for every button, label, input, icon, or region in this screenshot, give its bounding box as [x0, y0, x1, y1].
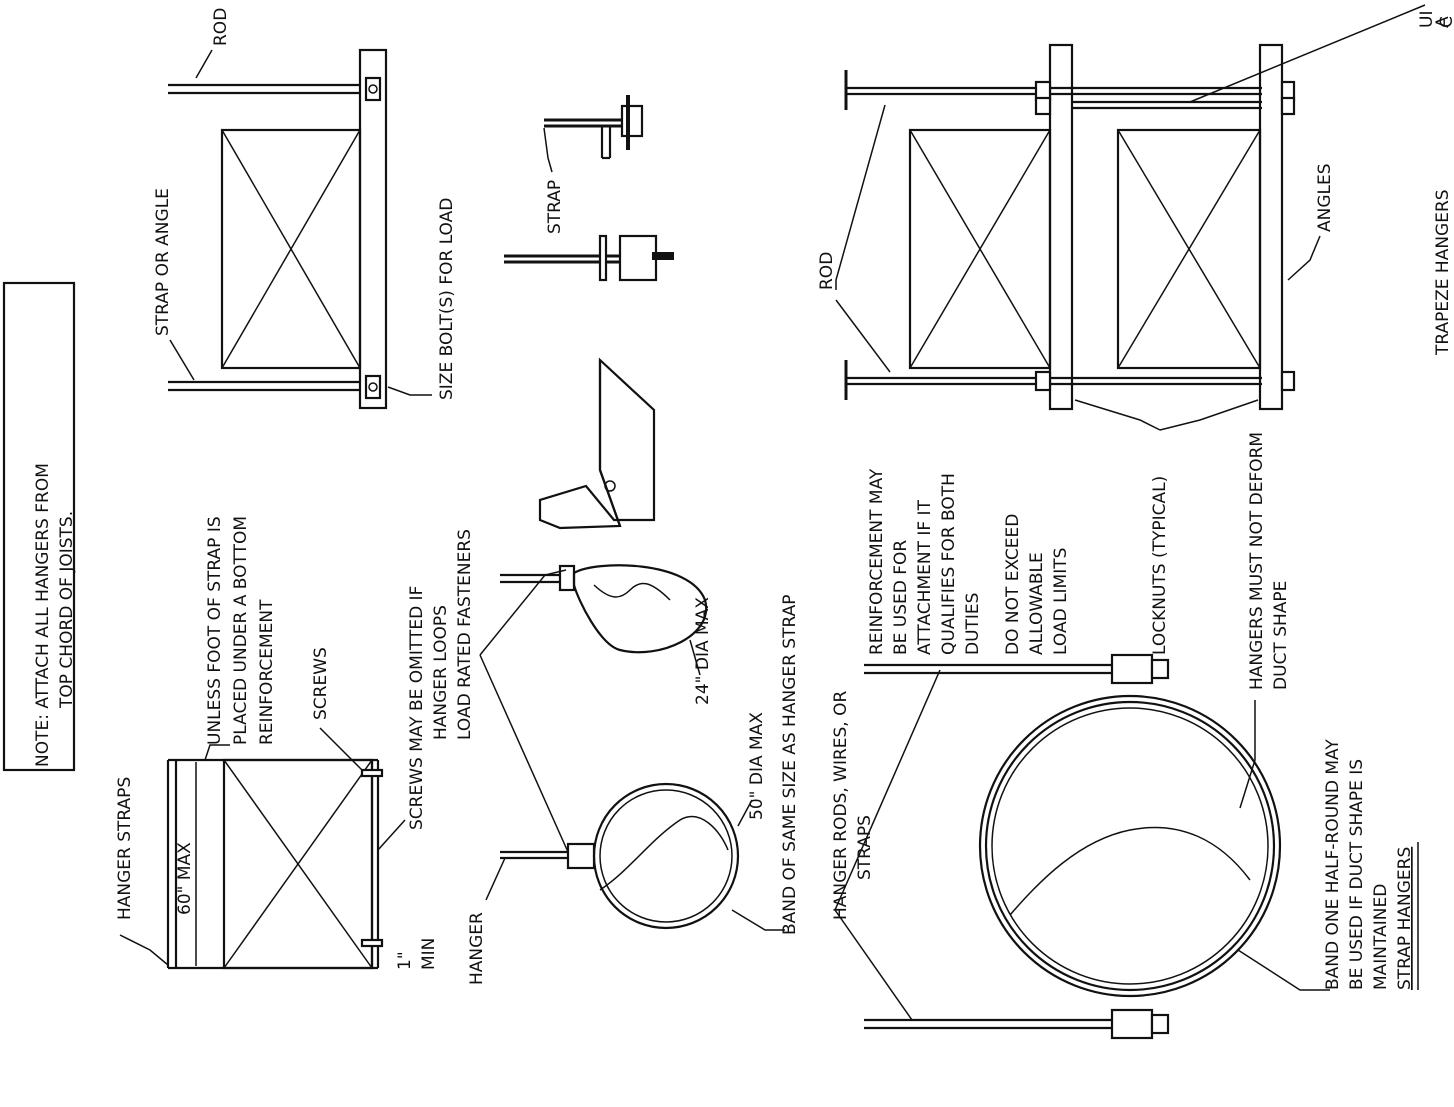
hanger-label: HANGER	[467, 912, 487, 985]
strap-hangers-title: STRAP HANGERS	[1395, 847, 1415, 990]
screws-label: SCREWS	[311, 647, 331, 720]
locknuts-label: LOCKNUTS (TYPICAL)	[1150, 476, 1170, 655]
unless-line-1: UNLESS FOOT OF STRAP IS	[205, 516, 225, 745]
unless-line-3: REINFORCEMENT	[257, 599, 277, 745]
max-60-label: 60" MAX	[175, 842, 195, 915]
reinforcement-line-4: QUALIFIES FOR BOTH	[939, 473, 959, 655]
do-not-exceed-line-1: DO NOT EXCEED	[1003, 514, 1023, 655]
hanger-straps-label: HANGER STRAPS	[115, 777, 135, 920]
min-label: MIN	[419, 938, 439, 970]
one-inch-label: 1"	[395, 951, 415, 970]
strap-or-angle-label: STRAP OR ANGLE	[153, 188, 173, 336]
large-round-hanger: HANGER RODS, WIRES, OR STRAPS REINFORCEM…	[831, 399, 1419, 1040]
trapeze-rod-label: ROD	[817, 252, 837, 290]
size-bolts-label: SIZE BOLT(S) FOR LOAD	[437, 198, 457, 400]
angles-label: ANGLES	[1315, 163, 1335, 232]
dia-50-label: 50" DIA MAX	[747, 712, 767, 820]
must-not-deform-line-1: HANGERS MUST NOT DEFORM	[1247, 432, 1267, 690]
strap-hanger-section: HANGER STRAPS 60" MAX 1" MIN UNLESS FOOT…	[115, 516, 475, 970]
reinforcement-line-1: REINFORCEMENT MAY	[867, 468, 887, 655]
band-half-round-line-2: BE USED IF DUCT SHAPE IS	[1347, 759, 1367, 990]
trapeze-hangers: ROD ANGLES TRAPEZE HANGERS A UI C	[817, 4, 1454, 411]
unless-line-2: PLACED UNDER A BOTTOM	[231, 516, 251, 745]
reinforcement-line-3: ATTACHMENT IF IT	[915, 499, 935, 655]
band-half-round-line-1: BAND ONE HALF-ROUND MAY	[1323, 739, 1343, 990]
note-line-2: TOP CHORD OF JOISTS.	[57, 511, 77, 709]
strap-angle-section: ROD STRAP OR ANGLE SIZE BOLT(S) FOR LOAD	[153, 8, 457, 410]
do-not-exceed-line-3: LOAD LIMITS	[1051, 548, 1071, 655]
trapeze-hangers-title: TRAPEZE HANGERS	[1433, 189, 1453, 356]
omit-line-2: HANGER LOOPS	[431, 605, 451, 740]
note-line-1: NOTE: ATTACH ALL HANGERS FROM	[33, 463, 53, 767]
band-half-round-line-3: MAINTAINED	[1371, 884, 1391, 990]
edge-text-2: UI	[1417, 11, 1437, 28]
note-box: NOTE: ATTACH ALL HANGERS FROM TOP CHORD …	[2, 281, 77, 772]
dia-24-label: 24" DIA MAX	[693, 597, 713, 705]
reinforcement-line-5: DUTIES	[963, 593, 983, 655]
strap-details: STRAP	[504, 95, 674, 530]
hanger-rods-line-1: HANGER RODS, WIRES, OR	[831, 691, 851, 920]
omit-line-3: LOAD RATED FASTENERS	[455, 529, 475, 740]
rod-label-top: ROD	[211, 8, 231, 46]
strap-detail-label: STRAP	[545, 180, 565, 234]
edge-text-1: A	[1433, 16, 1453, 28]
do-not-exceed-line-2: ALLOWABLE	[1027, 552, 1047, 655]
omit-line-1: SCREWS MAY BE OMITTED IF	[407, 586, 427, 830]
edge-text-3: C	[1437, 16, 1454, 28]
must-not-deform-line-2: DUCT SHAPE	[1271, 581, 1291, 690]
reinforcement-line-2: BE USED FOR	[891, 540, 911, 655]
round-duct-hangers: 24" DIA MAX HANGER 50" DIA MAX BAND OF S…	[467, 564, 800, 985]
band-same-size-label: BAND OF SAME SIZE AS HANGER STRAP	[780, 595, 800, 935]
